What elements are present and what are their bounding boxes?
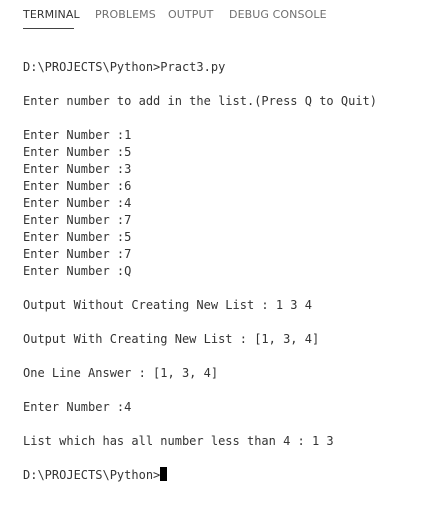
terminal-output-with-line: Output With Creating New List : [1, 3, 4… (23, 332, 320, 346)
panel-tab-bar: TERMINAL PROBLEMS OUTPUT DEBUG CONSOLE (0, 0, 435, 34)
terminal-less-than-line: List which has all number less than 4 : … (23, 434, 334, 448)
terminal-prompt: D:\PROJECTS\Python> (23, 468, 161, 482)
terminal-input-line: Enter Number :6 (23, 179, 132, 193)
terminal-enter-number-line: Enter Number :4 (23, 400, 132, 414)
terminal-input-line: Enter Number :5 (23, 145, 132, 159)
terminal-intro-line: Enter number to add in the list.(Press Q… (23, 94, 378, 108)
terminal-command-line: D:\PROJECTS\Python>Pract3.py (23, 60, 226, 74)
tab-terminal[interactable]: TERMINAL (23, 8, 80, 21)
terminal-input-line: Enter Number :7 (23, 213, 132, 227)
terminal-input-line: Enter Number :Q (23, 264, 132, 278)
terminal-input-line: Enter Number :7 (23, 247, 132, 261)
terminal-output[interactable]: D:\PROJECTS\Python>Pract3.py Enter numbe… (0, 34, 435, 519)
terminal-prompt-line[interactable]: D:\PROJECTS\Python> (23, 467, 168, 484)
terminal-input-line: Enter Number :1 (23, 128, 132, 142)
terminal-output-without-line: Output Without Creating New List : 1 3 4 (23, 298, 312, 312)
tab-debug-console[interactable]: DEBUG CONSOLE (229, 8, 327, 21)
terminal-one-line-answer: One Line Answer : [1, 3, 4] (23, 366, 219, 380)
tab-output[interactable]: OUTPUT (168, 8, 214, 21)
active-tab-indicator (23, 28, 74, 29)
terminal-input-line: Enter Number :3 (23, 162, 132, 176)
text-cursor (160, 467, 168, 481)
terminal-input-line: Enter Number :5 (23, 230, 132, 244)
tab-problems[interactable]: PROBLEMS (95, 8, 156, 21)
terminal-input-line: Enter Number :4 (23, 196, 132, 210)
